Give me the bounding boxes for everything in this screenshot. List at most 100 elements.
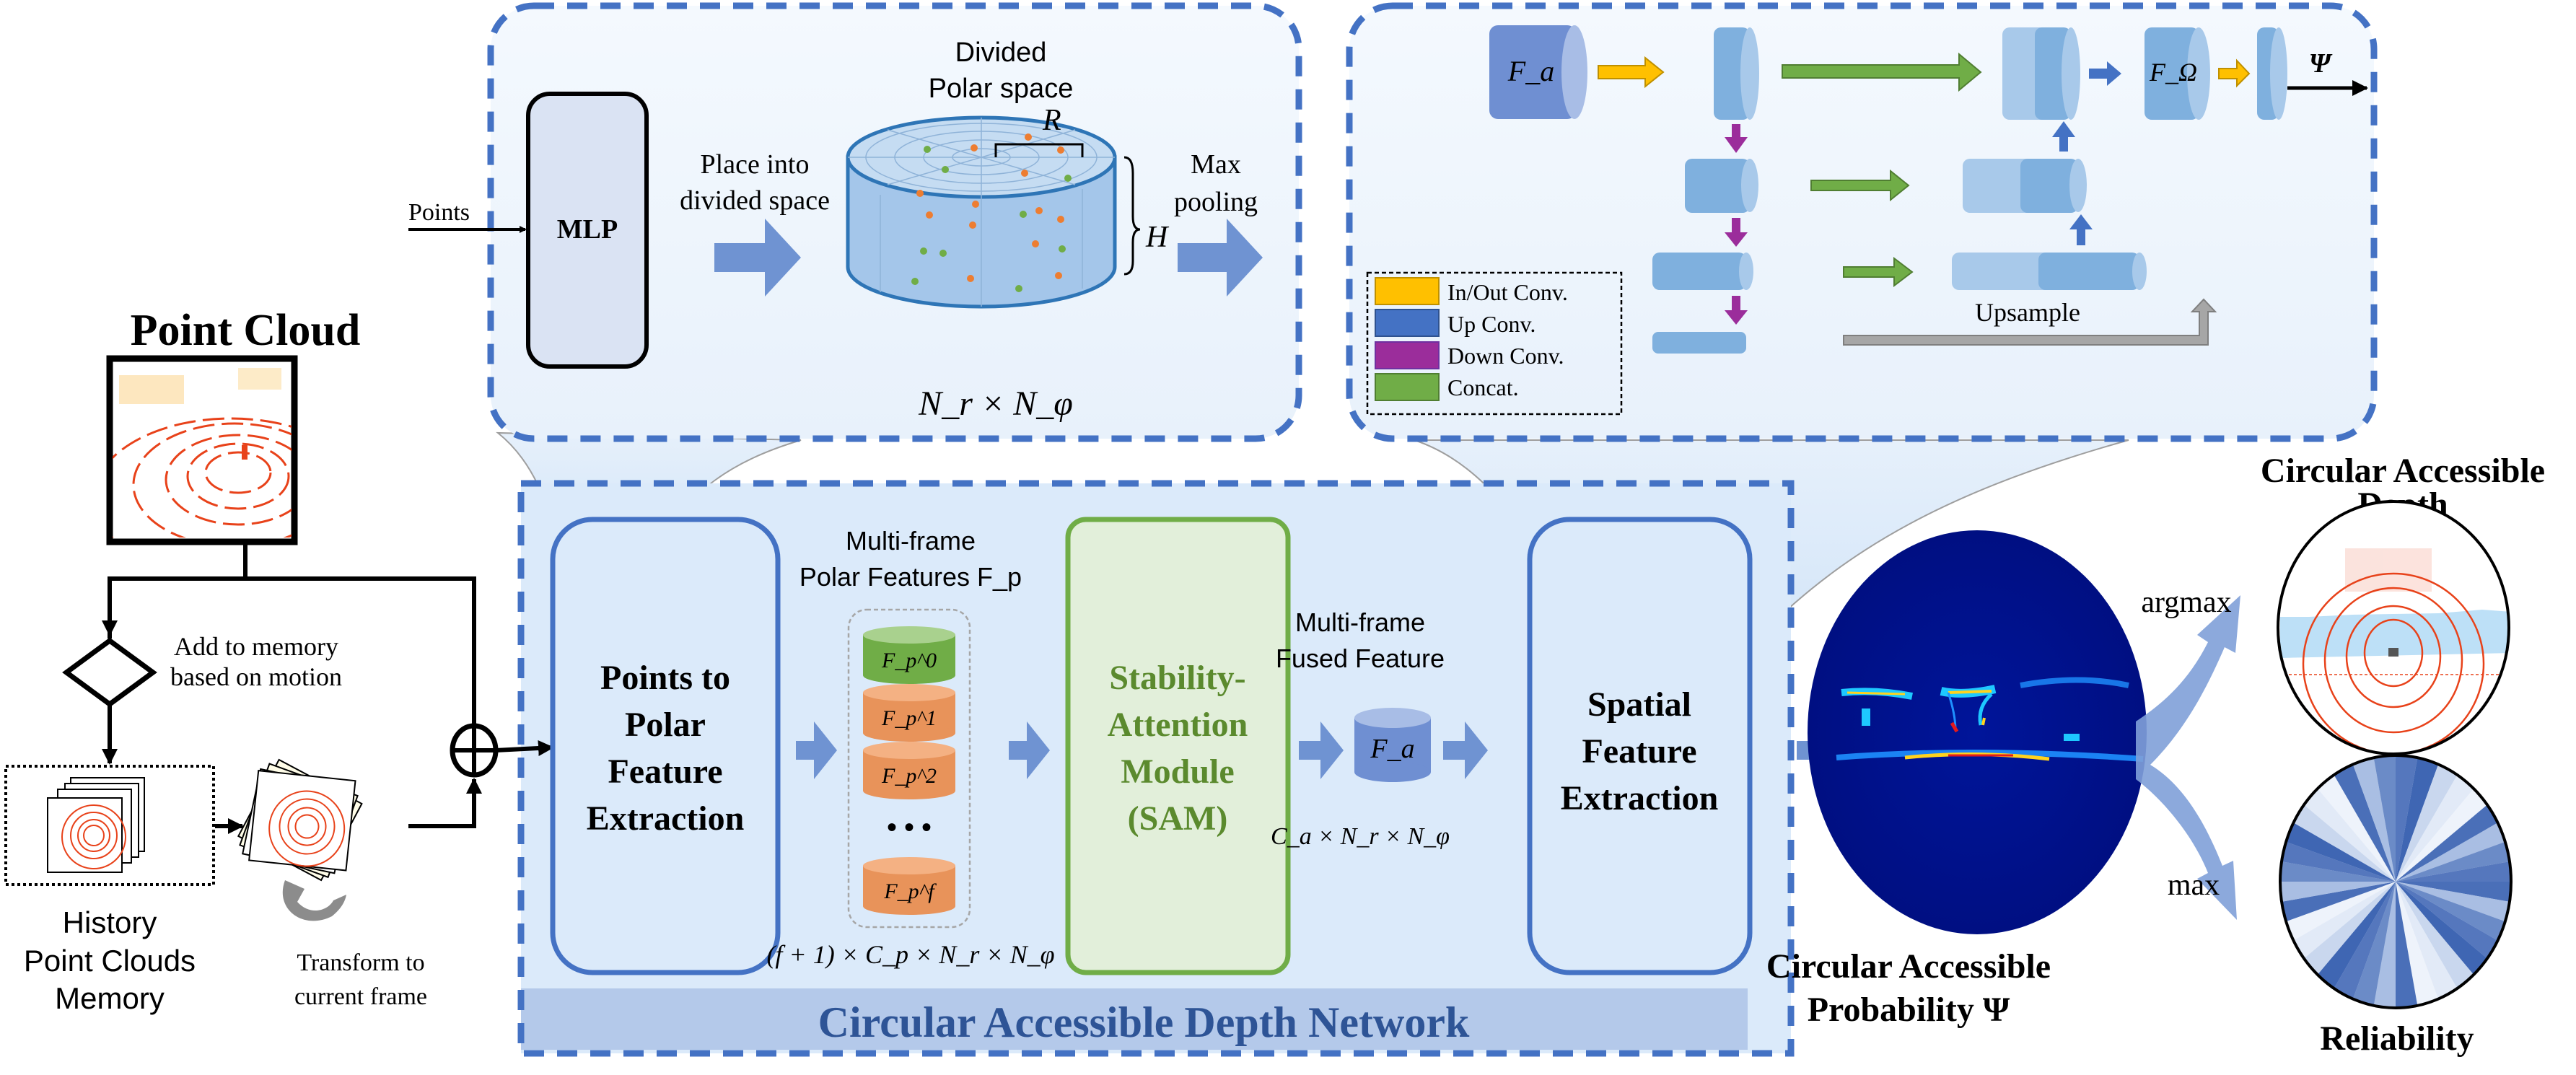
place-label-line2: divided space — [680, 185, 830, 216]
sam-line1: Stability- — [1109, 659, 1245, 697]
unet-legend — [1366, 271, 1623, 416]
network-banner-title: Circular Accessible Depth Network — [818, 999, 1470, 1046]
memory-label-line2: Point Clouds — [24, 944, 196, 978]
feature-cylinder-f — [863, 857, 955, 915]
transform-label-line2: current frame — [294, 983, 427, 1010]
stack-item-0: F_p^0 — [881, 649, 937, 672]
reliability-ray — [2362, 755, 2396, 882]
h-label: H — [1145, 221, 1170, 254]
reliability-ray — [2396, 760, 2511, 882]
reliability-ray — [2280, 788, 2396, 882]
feature-cylinder-1 — [863, 684, 955, 742]
p2p-line2: Polar — [625, 706, 706, 744]
max-pool-line2: pooling — [1174, 187, 1258, 217]
fused-feature-cylinder — [1354, 708, 1431, 782]
reliability-ray — [2396, 882, 2511, 946]
reliability-ray — [2396, 882, 2511, 1003]
unet-panel — [1346, 2, 2378, 442]
stack-item-2: F_p^2 — [881, 764, 937, 788]
mlp-label: MLP — [557, 214, 618, 245]
reliability-ray — [2280, 882, 2396, 946]
reliability-ray — [2280, 760, 2396, 882]
p2p-line4: Extraction — [587, 799, 745, 838]
reliability-ray — [2396, 882, 2429, 1008]
reliability-ray — [2396, 755, 2489, 882]
prob-label-line2: Probability Ψ — [1808, 991, 2010, 1029]
reliability-ray — [2302, 755, 2396, 882]
feature-stack — [863, 626, 955, 915]
sam-line3: Module — [1121, 752, 1234, 791]
fused-line1: Multi-frame — [1295, 607, 1425, 637]
unet-fomega-label: F_Ω — [2149, 58, 2197, 87]
divided-label-line2: Polar space — [929, 74, 1074, 104]
reliability-ray — [2280, 817, 2396, 882]
legend-item-up: Up Conv. — [1447, 311, 1535, 337]
decision-label-line2: based on motion — [170, 662, 342, 691]
reliability-ray — [2396, 788, 2511, 882]
reliability-ray — [2331, 882, 2396, 1008]
stack-item-f: F_p^f — [883, 879, 937, 903]
p2p-line3: Feature — [608, 752, 722, 791]
legend-item-concat: Concat. — [1447, 374, 1519, 400]
spatial-line1: Spatial — [1587, 685, 1691, 724]
block-arrow — [796, 721, 837, 779]
polar-features-line1: Multi-frame — [846, 526, 976, 556]
r-label: R — [1042, 104, 1061, 137]
spatial-line3: Extraction — [1561, 779, 1719, 817]
memory-label-line3: Memory — [55, 981, 165, 1015]
place-label-line1: Place into — [701, 149, 810, 180]
block-arrow — [1443, 721, 1488, 779]
history-memory-box — [4, 765, 215, 886]
unet-fa-label: F_a — [1507, 55, 1554, 87]
polar-features-line2: Polar Features F_p — [799, 562, 1022, 592]
reliability-ray — [2396, 882, 2460, 1008]
reliability-ray — [2396, 882, 2511, 975]
reliability-ray — [2396, 882, 2489, 1008]
reliability-ray — [2396, 882, 2511, 915]
block-arrow — [714, 219, 801, 297]
psi-label: Ψ — [2309, 48, 2333, 79]
p2p-line1: Points to — [600, 659, 730, 697]
polar-cylinder — [846, 115, 1141, 309]
sam-line2: Attention — [1108, 706, 1248, 744]
reliability-ray — [2362, 882, 2396, 1008]
reliability-label: Reliability — [2320, 1019, 2474, 1058]
reliability-ray — [2396, 817, 2511, 882]
point-cloud-image — [106, 355, 298, 545]
point-dots — [911, 133, 1072, 292]
block-arrow — [1178, 219, 1263, 297]
spatial-line2: Feature — [1582, 732, 1696, 771]
decision-diamond — [62, 637, 157, 708]
reliability-map — [2279, 754, 2513, 1009]
fused-line2: Fused Feature — [1276, 644, 1445, 673]
sam-line4: (SAM) — [1128, 799, 1228, 838]
reliability-ray — [2280, 882, 2396, 975]
stack-dim-label: (f + 1) × C_p × N_r × N_φ — [766, 940, 1054, 969]
mlp-block — [526, 92, 649, 369]
divided-label-line1: Divided — [955, 38, 1047, 68]
depth-map — [2277, 500, 2510, 755]
upsample-label: Upsample — [1975, 298, 2080, 327]
feature-cylinder-2 — [863, 742, 955, 799]
transformed-point-clouds — [237, 758, 363, 882]
sum-node — [450, 723, 499, 778]
block-arrow — [1299, 721, 1344, 779]
reliability-ray — [2396, 755, 2429, 882]
reliability-ray — [2396, 755, 2460, 882]
sam-block — [1065, 517, 1291, 975]
points-label: Points — [408, 199, 470, 226]
network-banner — [521, 988, 1748, 1050]
stack-ellipsis: • • • — [887, 811, 932, 843]
fused-dim-label: C_a × N_r × N_φ — [1271, 823, 1450, 850]
prob-label-line1: Circular Accessible — [1766, 947, 2051, 986]
reliability-ray — [2396, 848, 2511, 882]
points-to-polar-block — [550, 517, 781, 975]
max-pool-line1: Max — [1191, 149, 1241, 180]
block-arrow — [1009, 721, 1050, 779]
probability-heatmap — [1808, 530, 2147, 934]
fused-cyl-label: F_a — [1370, 734, 1414, 764]
reliability-ray — [2280, 882, 2396, 1003]
decision-label-line1: Add to memory — [174, 632, 338, 661]
argmax-label: argmax — [2141, 586, 2231, 619]
